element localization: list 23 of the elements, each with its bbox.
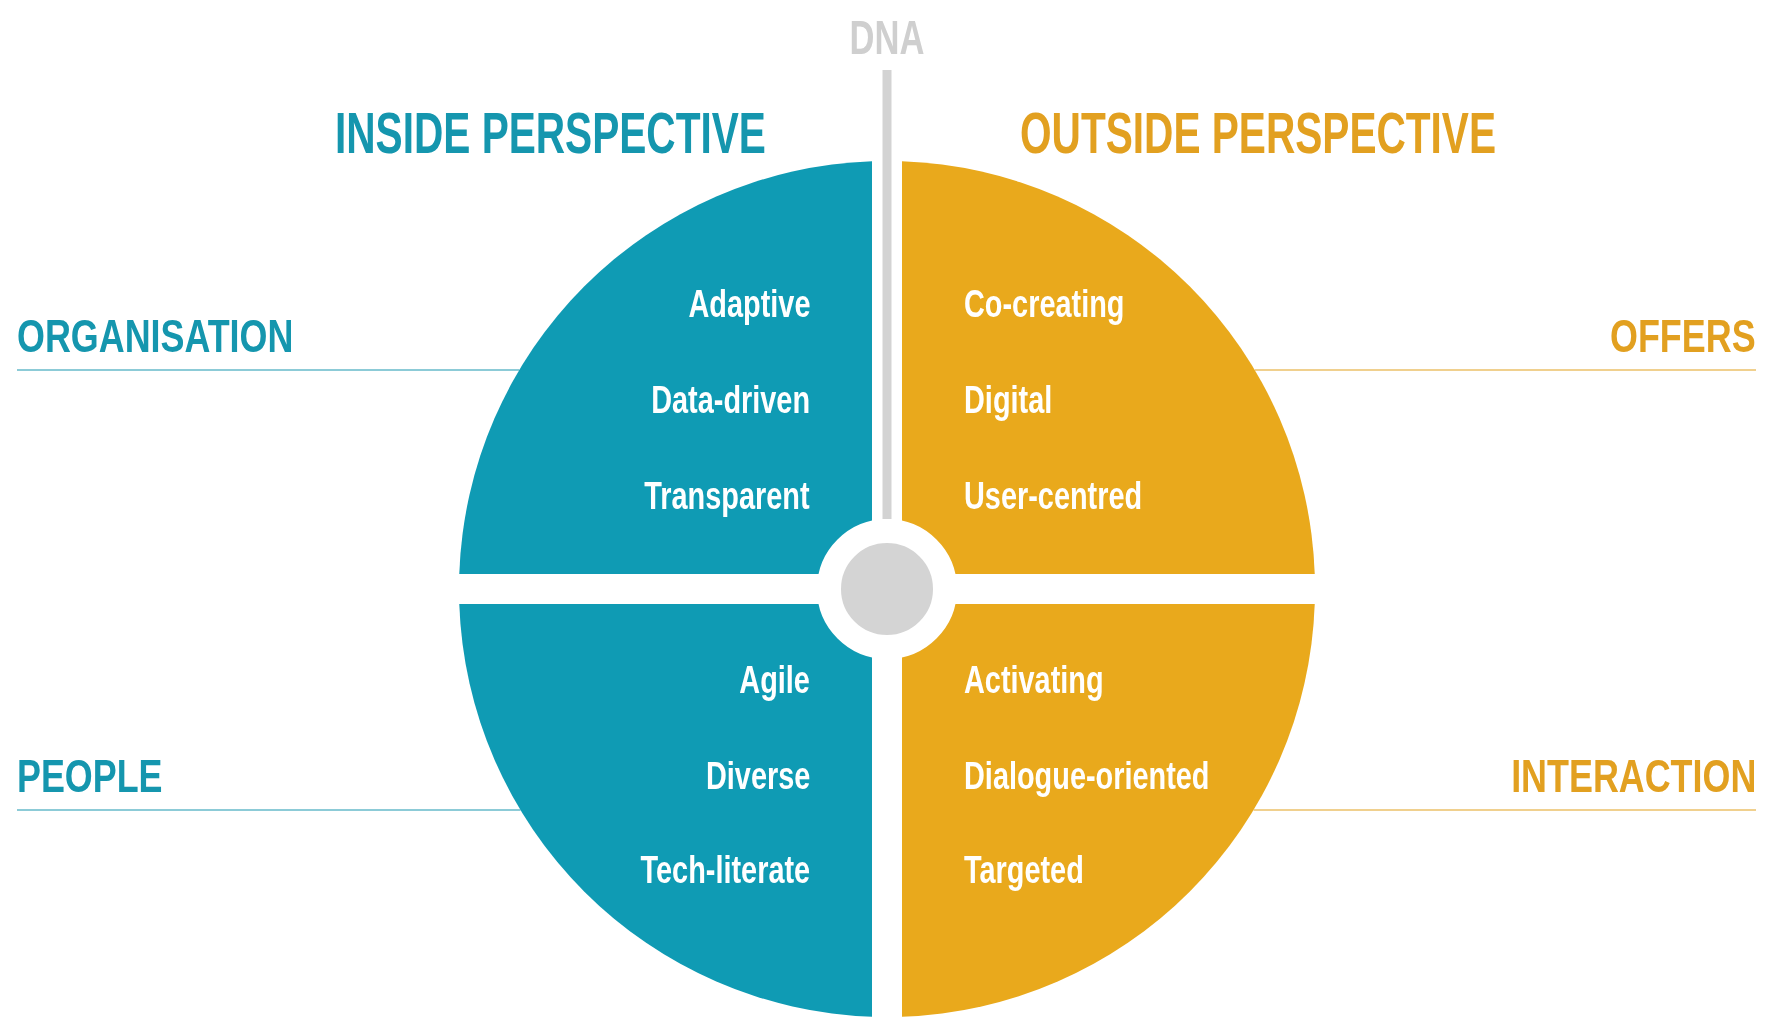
category-label: ORGANISATION bbox=[17, 308, 294, 364]
heading: INSIDE PERSPECTIVE bbox=[335, 100, 766, 166]
trait-label: Co-creating bbox=[964, 282, 1125, 326]
trait-label: Digital bbox=[964, 378, 1053, 422]
trait-label: Targeted bbox=[964, 848, 1084, 892]
trait-label: Transparent bbox=[644, 474, 810, 518]
leader-line bbox=[1253, 369, 1757, 371]
category-label: OFFERS bbox=[1610, 308, 1756, 364]
trait-label: Data-driven bbox=[651, 378, 810, 422]
leader-line bbox=[16, 369, 521, 371]
category-label: INTERACTION bbox=[1510, 748, 1756, 804]
category-label: PEOPLE bbox=[17, 748, 163, 804]
leader-line bbox=[16, 809, 522, 811]
heading: OUTSIDE PERSPECTIVE bbox=[1020, 100, 1496, 166]
leader-line bbox=[1252, 809, 1757, 811]
trait-label: Adaptive bbox=[688, 282, 810, 326]
trait-label: Tech-literate bbox=[640, 848, 810, 892]
trait-label: Activating bbox=[964, 658, 1104, 702]
trait-label: Diverse bbox=[705, 754, 810, 798]
trait-label: Dialogue-oriented bbox=[964, 754, 1210, 798]
trait-label: Agile bbox=[739, 658, 810, 702]
axis-line bbox=[882, 70, 892, 519]
trait-label: User-centred bbox=[964, 474, 1143, 518]
